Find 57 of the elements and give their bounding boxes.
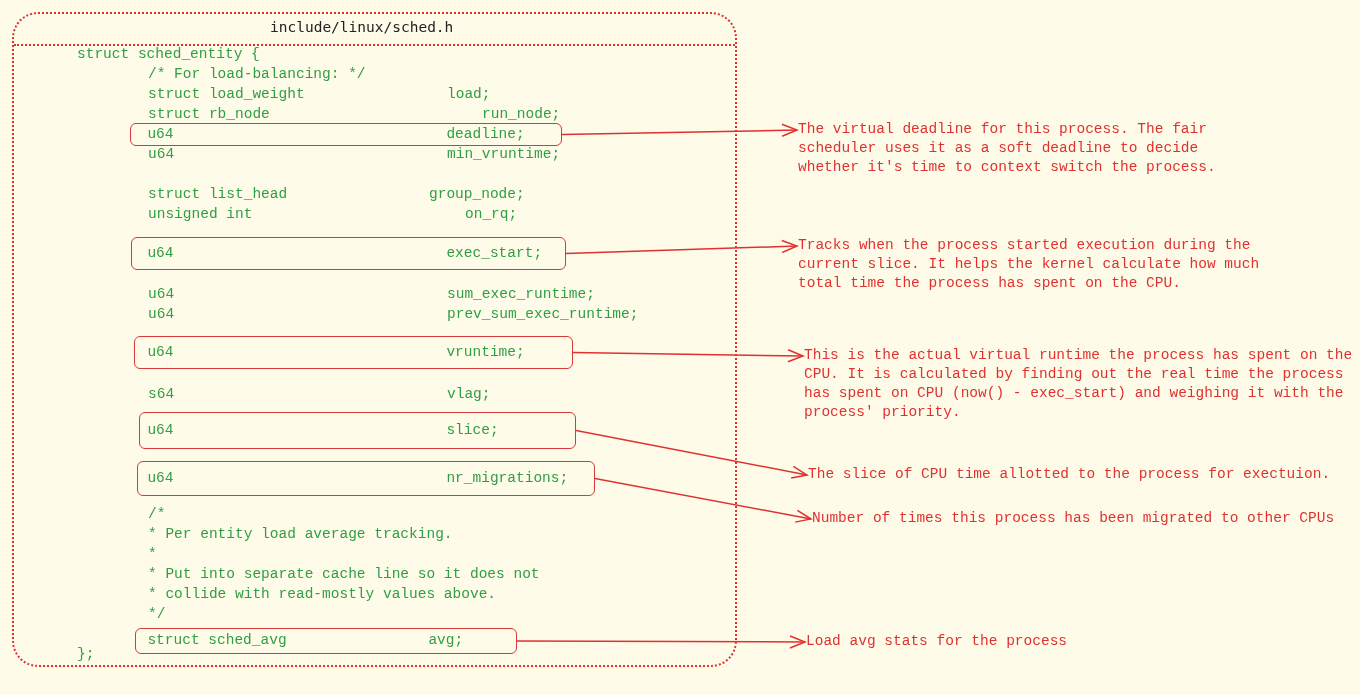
field-name: deadline;: [446, 124, 525, 143]
field-name: nr_migrations;: [446, 468, 569, 487]
highlight-box: [137, 461, 595, 496]
code-line: vlag;: [447, 385, 491, 403]
code-line: u64: [148, 145, 175, 163]
code-line: struct rb_node: [148, 105, 270, 123]
code-type: struct sched_avg: [147, 631, 287, 650]
annotation-text: Tracks when the process started execution during the current slice. It helps the kernel calculate how much total time the process has spent on the CPU.: [798, 236, 1268, 293]
highlight-box: [134, 336, 573, 369]
annotation-text: Number of times this process has been migrated to other CPUs: [812, 509, 1352, 528]
arrow: [516, 635, 806, 649]
code-line: struct sched_entity {: [77, 45, 260, 63]
code-line: struct load_weight: [148, 85, 305, 103]
code-line: min_vruntime;: [447, 145, 561, 163]
code-line: s64: [148, 385, 175, 403]
code-line: group_node;: [429, 185, 525, 203]
annotation-text: The virtual deadline for this process. The fair scheduler uses it as a soft deadline to decide whether it's time to context switch the process.: [798, 120, 1258, 177]
code-line: sum_exec_runtime;: [447, 285, 595, 303]
annotation-text: Load avg stats for the process: [806, 632, 1106, 651]
code-line: u64: [148, 305, 175, 323]
file-panel: [12, 12, 737, 667]
highlight-box: [139, 412, 576, 449]
code-line: on_rq;: [465, 205, 518, 223]
code-comment: *: [148, 545, 157, 563]
arrow: [575, 429, 808, 479]
code-line: struct list_head: [148, 185, 288, 203]
code-line: prev_sum_exec_runtime;: [447, 305, 639, 323]
code-line: };: [77, 645, 95, 663]
field-name: avg;: [428, 631, 464, 650]
highlight-box: [135, 628, 517, 654]
code-type: u64: [147, 243, 174, 262]
arrow: [561, 123, 798, 138]
code-type: u64: [147, 468, 174, 487]
code-comment: /* For load-balancing: */: [148, 65, 366, 83]
code-comment: * Per entity load average tracking.: [148, 525, 453, 543]
code-type: u64: [147, 124, 174, 143]
code-comment: */: [148, 605, 166, 623]
arrow: [565, 239, 798, 255]
code-line: unsigned int: [148, 205, 253, 223]
annotation-text: This is the actual virtual runtime the process has spent on the CPU. It is calculated by finding out the real time the process has spent on CPU (now() - exec_start) and weighing it with the process' priority.: [804, 346, 1354, 422]
highlight-box: [131, 237, 566, 270]
code-comment: /*: [148, 505, 166, 523]
field-name: exec_start;: [446, 243, 543, 262]
field-name: vruntime;: [446, 342, 525, 361]
arrow: [594, 477, 812, 523]
code-line: u64: [148, 285, 175, 303]
code-comment: * collide with read-mostly values above.: [148, 585, 497, 603]
field-name: slice;: [446, 420, 499, 439]
annotation-text: The slice of CPU time allotted to the process for exectuion.: [808, 465, 1348, 484]
file-path-title: include/linux/sched.h: [270, 19, 454, 35]
code-type: u64: [147, 420, 174, 439]
code-line: load;: [447, 85, 491, 103]
code-type: u64: [147, 342, 174, 361]
code-comment: * Put into separate cache line so it does not: [148, 565, 540, 583]
highlight-box: [130, 123, 562, 146]
code-line: run_node;: [482, 105, 561, 123]
arrow: [572, 349, 804, 363]
